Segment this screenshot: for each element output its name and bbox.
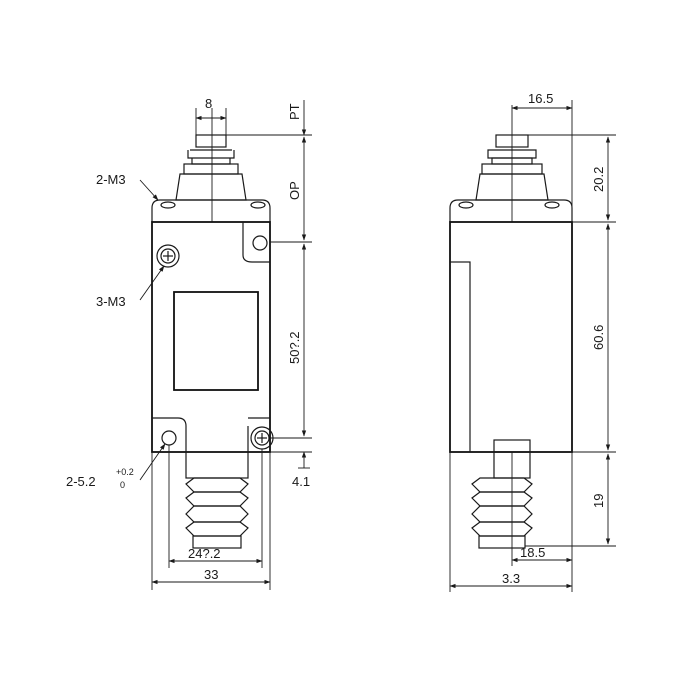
label-2m3: 2-M3	[96, 172, 126, 187]
dim-body-depth: 3.3	[502, 571, 520, 586]
front-view	[151, 108, 274, 549]
front-hole-top-right	[252, 235, 268, 251]
side-labels: 16.5 20.2 60.6 19 18.5 3.3	[502, 91, 606, 586]
front-screw-top-left	[156, 244, 180, 268]
dim-body-height: 60.6	[591, 325, 606, 350]
dim-plunger-height: 20.2	[591, 167, 606, 192]
side-boot	[471, 439, 533, 549]
dim-boot-offset: 18.5	[520, 545, 545, 560]
front-top-cap	[151, 199, 271, 222]
label-op: OP	[287, 181, 302, 200]
dim-body-width: 33	[204, 567, 218, 582]
dim-plunger-offset: 16.5	[528, 91, 553, 106]
dim-hole-spacing-v: 50?.2	[287, 331, 302, 364]
side-top-cap	[449, 199, 573, 222]
dim-plunger-width: 8	[205, 96, 212, 111]
front-plunger	[175, 108, 247, 222]
side-view	[449, 105, 573, 549]
front-boot	[185, 451, 249, 549]
hole-tol-zero: 0	[120, 480, 125, 490]
dim-hole-spacing-h: 24?.2	[188, 546, 221, 561]
front-labels: 8 PT OP 2-M3 3-M3 50?.2 2-5.2 +0.2 0 4.1…	[66, 96, 310, 582]
side-dimensions	[449, 100, 616, 592]
side-body	[449, 221, 573, 453]
dim-boot-height: 19	[591, 494, 606, 508]
label-pt: PT	[287, 103, 302, 120]
side-plunger	[475, 105, 549, 222]
label-hole: 2-5.2	[66, 474, 96, 489]
front-hole-bottom-left	[161, 430, 177, 446]
front-dimensions	[139, 100, 312, 590]
label-3m3: 3-M3	[96, 294, 126, 309]
dim-offset-bottom: 4.1	[292, 474, 310, 489]
hole-tol-plus: +0.2	[116, 467, 134, 477]
